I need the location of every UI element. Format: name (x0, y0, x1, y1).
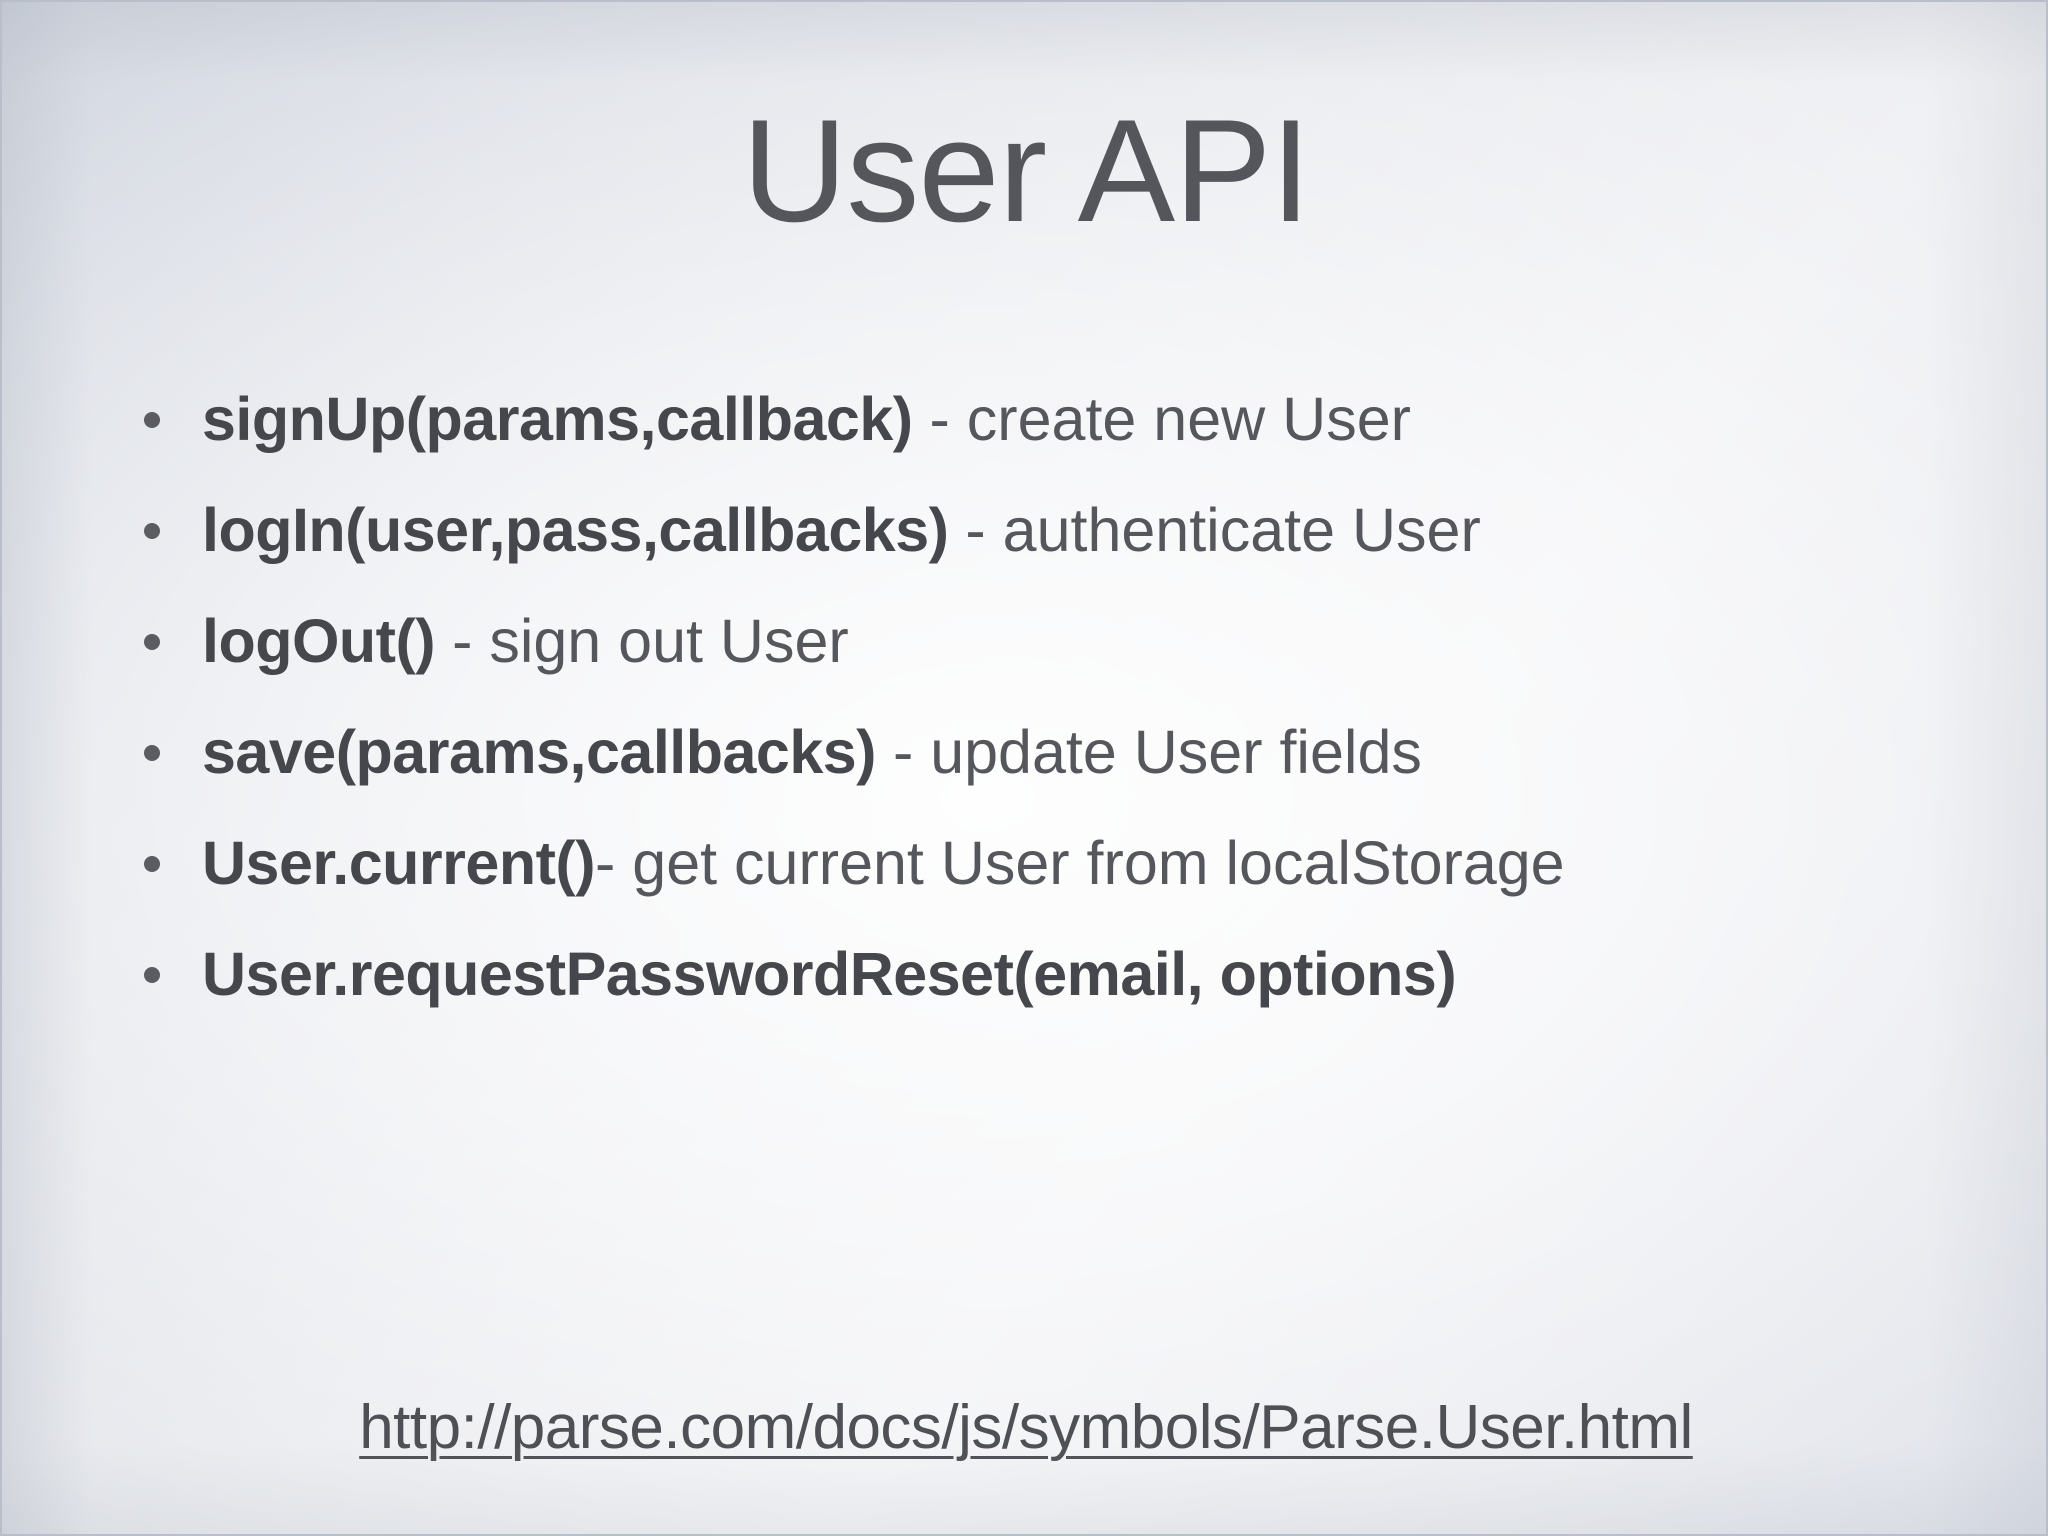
bullet-dot-icon (144, 411, 160, 428)
api-method-description: - get current User from localStorage (595, 829, 1565, 897)
api-method-description: - sign out User (435, 607, 849, 675)
bullet-dot-icon (144, 522, 160, 539)
list-item-text: User.requestPasswordReset(email, options… (202, 944, 1457, 1005)
list-item: logIn(user,pass,callbacks) - authenticat… (130, 475, 1950, 586)
list-item-text: logOut() - sign out User (202, 611, 849, 672)
api-method-name: User.current() (202, 829, 596, 897)
api-method-list: signUp(params,callback) - create new Use… (130, 364, 1950, 1030)
api-method-name: save(params,callbacks) (202, 718, 877, 786)
list-item: logOut() - sign out User (130, 586, 1950, 697)
api-method-description: - update User fields (876, 718, 1422, 786)
list-item-text: logIn(user,pass,callbacks) - authenticat… (202, 500, 1481, 561)
api-method-name: signUp(params,callback) (202, 385, 913, 453)
list-item-text: User.current()- get current User from lo… (202, 833, 1565, 894)
documentation-link-container: http://parse.com/docs/js/symbols/Parse.U… (2, 1392, 2046, 1463)
list-item: User.requestPasswordReset(email, options… (130, 919, 1950, 1030)
list-item: save(params,callbacks) - update User fie… (130, 697, 1950, 808)
api-method-name: logOut() (202, 607, 436, 675)
api-method-description: - authenticate User (948, 496, 1481, 564)
bullet-dot-icon (144, 744, 160, 761)
list-item-text: signUp(params,callback) - create new Use… (202, 389, 1411, 450)
bullet-dot-icon (144, 855, 160, 872)
page-title: User API (741, 89, 1311, 252)
list-item: signUp(params,callback) - create new Use… (130, 364, 1950, 475)
documentation-link[interactable]: http://parse.com/docs/js/symbols/Parse.U… (359, 1393, 1693, 1462)
list-item-text: save(params,callbacks) - update User fie… (202, 722, 1422, 783)
list-item: User.current()- get current User from lo… (130, 808, 1950, 919)
api-method-name: User.requestPasswordReset(email, options… (202, 940, 1457, 1008)
api-method-name: logIn(user,pass,callbacks) (202, 496, 949, 564)
api-method-description: - create new User (912, 385, 1411, 453)
bullet-dot-icon (144, 633, 160, 650)
bullet-dot-icon (144, 966, 160, 983)
